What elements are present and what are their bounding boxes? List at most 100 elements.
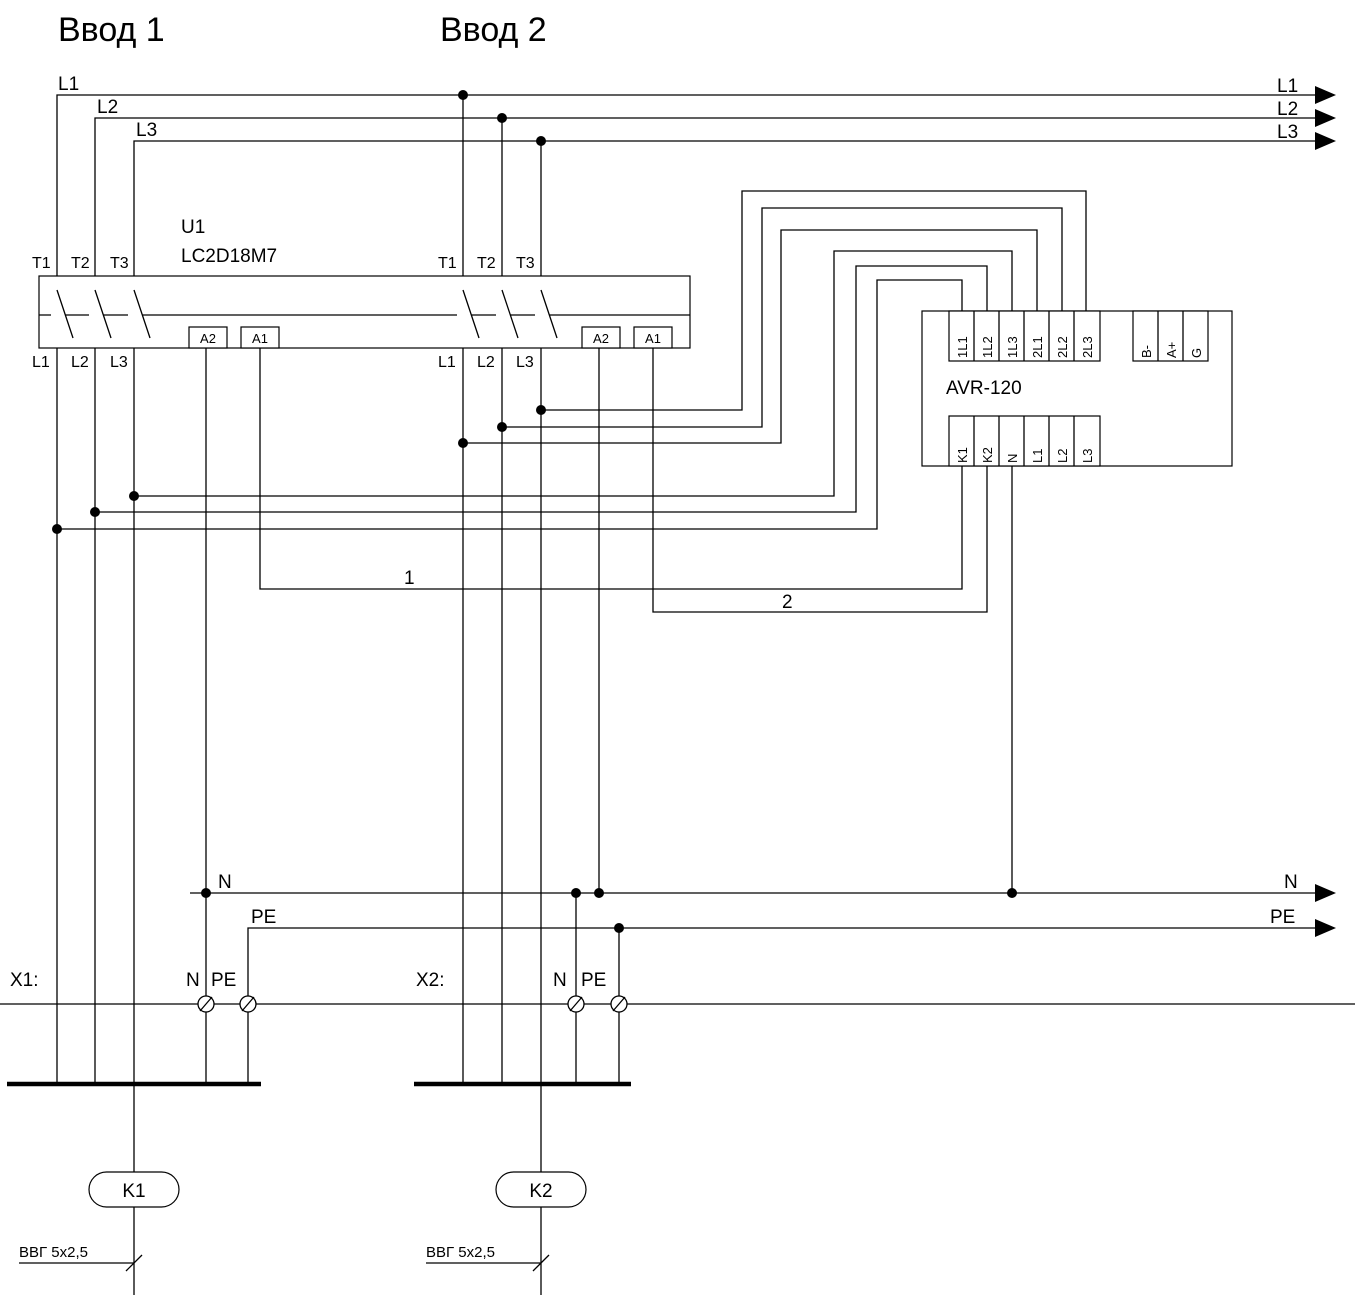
arrow-pe-icon xyxy=(1315,919,1336,937)
label-n-left: N xyxy=(218,872,232,893)
x2-pe-label: PE xyxy=(581,970,606,991)
wire-1l2 xyxy=(95,265,988,513)
bus-line-l1 xyxy=(56,94,1318,1083)
junction-dot xyxy=(536,136,546,146)
terminal-screw-icon xyxy=(610,995,628,1013)
pin-label-t3: T3 xyxy=(516,255,535,272)
contactor-ref: U1 xyxy=(181,217,205,238)
wire-2 xyxy=(652,348,988,613)
avr-terminal-b: B- xyxy=(1139,345,1154,358)
pin-label-t1: T1 xyxy=(32,255,51,272)
bus-line-l2 xyxy=(94,117,1318,1083)
avr-sensing-wires xyxy=(52,190,1087,534)
pin-label-l1: L1 xyxy=(32,354,50,371)
coil-a1-label: A1 xyxy=(252,331,268,346)
junction-dot xyxy=(497,113,507,123)
wire-1l3 xyxy=(134,250,1013,497)
wire-number-2: 2 xyxy=(782,592,793,613)
contact-gap xyxy=(496,286,510,338)
junction-dot xyxy=(52,524,62,534)
avr-name: AVR-120 xyxy=(946,378,1022,399)
title-input-1: Ввод 1 xyxy=(58,11,165,49)
cable-tick-icon xyxy=(532,1254,550,1272)
contactor-u1: A2 A1 A2 A1 U1 LC2D18M7 T1 T2 T3 T1 T2 T… xyxy=(32,217,691,371)
bus-line-l3 xyxy=(133,140,1318,1083)
wire-number-1: 1 xyxy=(404,568,415,589)
avr-terminal-1l1: 1L1 xyxy=(955,336,970,358)
junction-dot xyxy=(536,405,546,415)
label-pe-right: PE xyxy=(1270,907,1295,928)
pin-label-t3: T3 xyxy=(110,255,129,272)
avr-terminal-l1: L1 xyxy=(1030,449,1045,463)
label-l1-right: L1 xyxy=(1277,76,1298,97)
contactor-model: LC2D18M7 xyxy=(181,246,277,267)
junction-dot xyxy=(458,90,468,100)
switch-contact-icon xyxy=(462,289,480,339)
terminal-screw-icon xyxy=(567,995,585,1013)
x1-pe-label: PE xyxy=(211,970,236,991)
terminal-blocks: X1: N PE X2: N PE xyxy=(0,970,1355,1087)
junction-dot xyxy=(497,422,507,432)
label-l3-left: L3 xyxy=(136,120,157,141)
wire-2l2 xyxy=(502,207,1063,428)
cable-k1-type: ВВГ 5х2,5 xyxy=(19,1244,88,1261)
cable-k1-label: K1 xyxy=(122,1181,145,1202)
cable-tick-icon xyxy=(125,1254,143,1272)
arrow-n-icon xyxy=(1315,884,1336,902)
pin-label-t2: T2 xyxy=(71,255,90,272)
pin-label-l3: L3 xyxy=(516,354,534,371)
arrow-l1-icon xyxy=(1315,86,1336,104)
junction-dot xyxy=(614,923,624,933)
label-l2-right: L2 xyxy=(1277,99,1298,120)
contact-gap xyxy=(51,286,65,338)
wire-1l1 xyxy=(57,279,963,530)
switch-contact-icon xyxy=(540,289,558,339)
switch-contact-icon xyxy=(501,289,519,339)
title-input-2: Ввод 2 xyxy=(440,11,547,49)
avr-terminal-2l2: 2L2 xyxy=(1055,336,1070,358)
pin-label-t1: T1 xyxy=(438,255,457,272)
contact-gap xyxy=(89,286,103,338)
terminal-screw-icon xyxy=(239,995,257,1013)
label-n-right: N xyxy=(1284,872,1298,893)
junction-dot xyxy=(594,888,604,898)
avr-relay: AVR-120 1L1 1L2 1L3 2L1 2L2 2L3 B- A+ G … xyxy=(921,310,1233,467)
junction-dot xyxy=(571,888,581,898)
coil-a1-label: A1 xyxy=(645,331,661,346)
arrow-l2-icon xyxy=(1315,109,1336,127)
pin-label-l2: L2 xyxy=(477,354,495,371)
avr-terminal-1l2: 1L2 xyxy=(980,336,995,358)
x2-n-label: N xyxy=(553,970,567,991)
junction-dot xyxy=(1007,888,1017,898)
avr-terminal-k2: K2 xyxy=(980,447,995,463)
avr-terminal-k1: K1 xyxy=(955,447,970,463)
contact-gap xyxy=(457,286,471,338)
avr-terminal-2l3: 2L3 xyxy=(1080,336,1095,358)
junction-dot xyxy=(458,438,468,448)
avr-terminal-2l1: 2L1 xyxy=(1030,336,1045,358)
junction-dot xyxy=(129,491,139,501)
avr-terminal-1l3: 1L3 xyxy=(1005,336,1020,358)
wire-1 xyxy=(259,348,963,590)
cable-k2-type: ВВГ 5х2,5 xyxy=(426,1244,495,1261)
label-l1-left: L1 xyxy=(58,74,79,95)
cable-k1: K1 ВВГ 5х2,5 xyxy=(19,1084,180,1295)
cable-k2: K2 ВВГ 5х2,5 xyxy=(426,1084,587,1295)
terminal-block-x1-label: X1: xyxy=(10,970,39,991)
contact-gap xyxy=(128,286,142,338)
avr-comm-terminal-strip xyxy=(1132,310,1209,362)
terminal-block-x2-label: X2: xyxy=(416,970,445,991)
bus-line-pe xyxy=(247,927,1318,1083)
arrow-l3-icon xyxy=(1315,132,1336,150)
wire-2l1 xyxy=(463,229,1038,444)
x1-n-label: N xyxy=(186,970,200,991)
coil-control-wires: 1 2 xyxy=(205,348,1013,893)
switch-contact-icon xyxy=(56,289,74,339)
n-pe-bus: N PE N PE xyxy=(190,872,1336,1083)
coil-a2-label: A2 xyxy=(200,331,216,346)
pin-label-l3: L3 xyxy=(110,354,128,371)
switch-contact-icon xyxy=(94,289,112,339)
avr-terminal-l3: L3 xyxy=(1080,449,1095,463)
coil-terminal-a2 xyxy=(188,326,228,349)
contact-gap xyxy=(535,286,549,338)
